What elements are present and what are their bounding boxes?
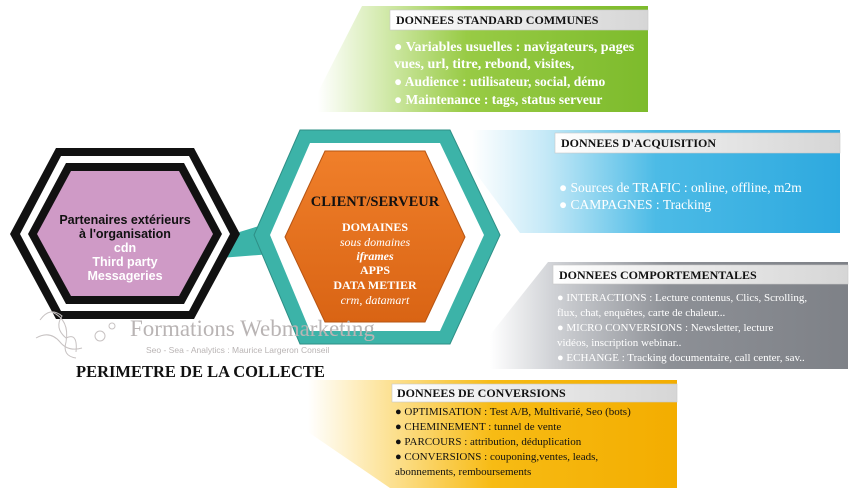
- acquisition-data-line-2: ● CAMPAGNES : Tracking: [559, 197, 712, 212]
- center-line-apps: APPS: [360, 263, 390, 277]
- behaviour-data-line-2: flux, chat, enquêtes, carte de chaleur..…: [557, 307, 726, 319]
- acquisition-data-title: DONNEES D'ACQUISITION: [561, 136, 717, 150]
- standard-data-line-2: vues, url, titre, rebond, visites,: [394, 57, 575, 72]
- center-line-iframes: iframes: [356, 249, 394, 263]
- conversion-data-box: [308, 380, 678, 488]
- center-hexagon: [284, 150, 466, 323]
- watermark-title: Formations Webmarketing: [130, 316, 375, 341]
- partners-line-cdn: cdn: [113, 241, 137, 255]
- conversion-data-line-4: ● CONVERSIONS : couponing,ventes, leads,: [395, 451, 599, 463]
- conversion-data-line-5: abonnements, remboursements: [395, 466, 532, 478]
- conversion-data-line-1: ● OPTIMISATION : Test A/B, Multivarié, S…: [395, 406, 631, 418]
- behaviour-data-line-4: vidéos, inscription webinar..: [557, 337, 682, 349]
- center-title: CLIENT/SERVEUR: [310, 194, 440, 210]
- partners-line-messageries: Messageries: [87, 269, 163, 283]
- center-line-crm: crm, datamart: [340, 293, 410, 307]
- watermark-subtitle: Seo - Sea - Analytics : Maurice Largeron…: [146, 345, 330, 355]
- standard-data-box: [318, 6, 649, 112]
- behaviour-data-box: [490, 262, 849, 369]
- standard-data-line-1: ● Variables usuelles : navigateurs, page…: [394, 40, 635, 55]
- behaviour-data-line-5: ● ECHANGE : Tracking documentaire, call …: [557, 352, 805, 364]
- standard-data-line-4: ● Maintenance : tags, status serveur: [394, 92, 603, 107]
- behaviour-data-title: DONNEES COMPORTEMENTALES: [559, 268, 757, 282]
- acquisition-data-line-1: ● Sources de TRAFIC : online, offline, m…: [559, 180, 802, 195]
- standard-data-title: DONNEES STANDARD COMMUNES: [396, 13, 599, 27]
- center-line-sous-domaines: sous domaines: [339, 235, 411, 249]
- partners-hexagon: [10, 148, 240, 319]
- partners-hexagon-text: Partenaires extérieurs à l'organisation …: [25, 213, 225, 283]
- watermark-logo: [35, 311, 116, 359]
- behaviour-data-line-1: ● INTERACTIONS : Lecture contenus, Clics…: [557, 292, 808, 304]
- center-line-data-metier: DATA METIER: [333, 278, 417, 292]
- behaviour-data-line-3: ● MICRO CONVERSIONS : Newsletter, lectur…: [557, 322, 774, 334]
- partners-line-third-party: Third party: [92, 255, 158, 269]
- center-line-domaines: DOMAINES: [341, 220, 408, 234]
- perimeter-label: PERIMETRE DE LA COLLECTE: [76, 362, 325, 381]
- partners-line-2: à l'organisation: [79, 227, 171, 241]
- center-hexagon-text: CLIENT/SERVEUR DOMAINES sous domaines if…: [285, 193, 465, 307]
- standard-data-line-3: ● Audience : utilisateur, social, démo: [394, 74, 606, 89]
- acquisition-data-box: [472, 130, 841, 233]
- partners-line-1: Partenaires extérieurs: [59, 213, 191, 227]
- conversion-data-title: DONNEES DE CONVERSIONS: [397, 386, 566, 400]
- conversion-data-line-2: ● CHEMINEMENT : tunnel de vente: [395, 421, 562, 433]
- conversion-data-line-3: ● PARCOURS : attribution, déduplication: [395, 436, 582, 448]
